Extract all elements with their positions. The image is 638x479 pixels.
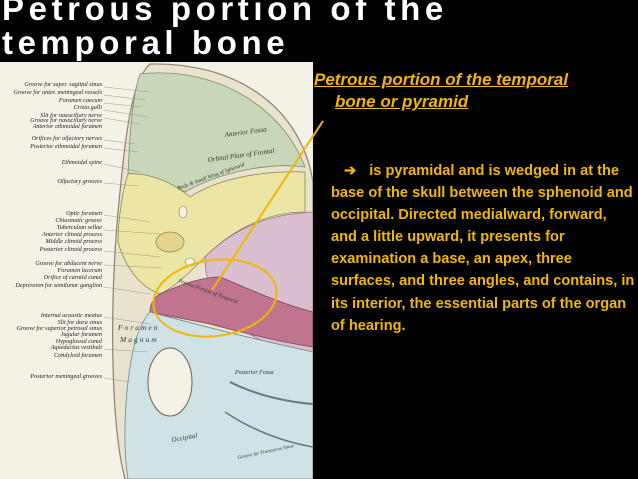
figure-label: Condyloid foramen (54, 352, 102, 359)
figure-label: Groove for abducent nerve (35, 260, 102, 267)
body-text: is pyramidal and is wedged in at the bas… (331, 163, 635, 334)
figure-label: Anterior clinoid process (41, 231, 103, 238)
slide-subtitle: Petrous portion of the temporal bone or … (314, 69, 634, 113)
figure-label: Slit for dura sinus (57, 319, 102, 326)
sella-turcica (155, 231, 185, 253)
figure-label: Foramen lacerum (56, 267, 102, 274)
figure-label: Olfactory grooves (57, 178, 102, 185)
figure-label: Orifice of carotid canal (44, 274, 103, 281)
foramen-magnum (147, 347, 193, 417)
figure-label: Groove for superior petrosal sinus (17, 325, 103, 332)
figure-label: Hypoglossal canal (55, 338, 103, 345)
figure-label: Optic foramen (66, 210, 102, 217)
figure-label: Jugular foramen (61, 331, 102, 338)
slide-body: ➔is pyramidal and is wedged in at the ba… (331, 160, 636, 337)
figure-label: Ethmoidal spine (61, 159, 103, 166)
figure-label: Posterior clinoid process (39, 246, 103, 253)
figure-label: Slit for nasociliary nerve (40, 112, 102, 119)
figure-label: Posterior ethmoidal foramen (29, 143, 102, 150)
figure-label: Orifices for olfactory nerves (32, 135, 103, 142)
figure-label: Groove for anter. meningeal vessels (13, 89, 102, 96)
figure-label: Posterior meningeal grooves (29, 373, 102, 380)
foramen-label: Foramen (117, 323, 160, 332)
figure-label: Depression for semilunar ganglion (14, 282, 102, 289)
figure-label: Crista galli (74, 104, 103, 111)
figure-label: Groove for super. sagittal sinus (24, 81, 102, 88)
figure-label: Foramen caecum (58, 97, 103, 104)
figure-label: Internal acoustic meatus (40, 312, 103, 319)
figure-label: Groove for nasociliary nerve (30, 117, 102, 124)
figure-label: Aqueductus vestibuli (50, 344, 103, 351)
subtitle-line-2: bone or pyramid (335, 92, 469, 111)
figure-label: Chiasmatic groove (55, 217, 102, 224)
subtitle-line-1: Petrous portion of the temporal (314, 70, 569, 89)
figure-label: Tuberculum sellae (57, 224, 103, 231)
magnum-label: Magnum (119, 335, 159, 344)
figure-label: Middle clinoid process (45, 238, 103, 245)
arrow-icon: ➔ (344, 163, 357, 179)
posterior-fossa-label: Posterior Fossa (234, 370, 274, 376)
slide-title: Petrous portion of the temporal bone (2, 0, 448, 61)
figure-label: Anterior ethmoidal foramen (32, 123, 102, 130)
